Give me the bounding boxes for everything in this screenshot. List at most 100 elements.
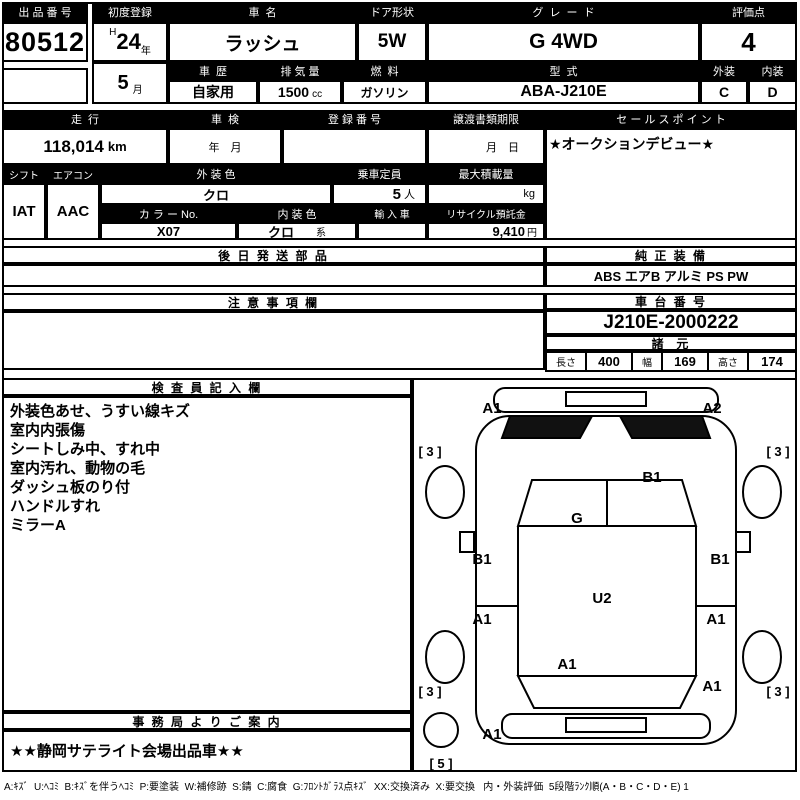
- recycle-amount: 9,410: [492, 223, 525, 239]
- exterior-grade-header: 外装: [700, 62, 748, 80]
- interior-grade-value: D: [748, 80, 797, 104]
- sales-point-header: セ ー ル ス ポ イ ン ト: [545, 110, 797, 128]
- inspector-note: ダッシュ板のり付: [10, 479, 131, 496]
- equipment-header: 純 正 装 備: [545, 246, 797, 264]
- legend-line: A:ｷｽﾞ U:ﾍｺﾐ B:ｷｽﾞを伴うﾍｺﾐ P:要塗装 W:補修跡 S:錆 …: [4, 782, 689, 793]
- color-no-value: X07: [100, 222, 237, 240]
- dimensions-row: 長さ 400 幅 169 高さ 174: [545, 351, 797, 372]
- caution-notes-header: 注 意 事 項 欄: [2, 293, 545, 311]
- model-code-value: ABA-J210E: [427, 80, 700, 104]
- inspector-notes-body: 外装色あせ、うすい線キズ 室内内張傷 シートしみ中、すれ中 室内汚れ、動物の毛 …: [2, 396, 412, 712]
- capacity-header: 乗車定員: [332, 165, 427, 183]
- inspection-value: 年 月: [168, 128, 282, 165]
- inspector-note: 室内汚れ、動物の毛: [10, 460, 146, 477]
- mirror-left: [459, 531, 475, 553]
- wheel-front-left: [425, 465, 465, 519]
- rear-bumper: [501, 713, 711, 739]
- length-value: 400: [587, 353, 633, 370]
- exterior-grade-value: C: [700, 80, 748, 104]
- diagram-label: [ 3 ]: [766, 684, 789, 699]
- diagram-label: [ 3 ]: [766, 444, 789, 459]
- diagram-label: B1: [472, 551, 491, 568]
- shift-header: シフト: [2, 165, 46, 183]
- transfer-deadline-value: 月 日: [427, 128, 545, 165]
- dimensions-header: 諸 元: [545, 335, 797, 351]
- height-value: 174: [761, 354, 783, 369]
- recycle-unit: 円: [527, 227, 537, 239]
- displacement-header: 排 気 量: [258, 62, 342, 80]
- inspection-header: 車 検: [168, 110, 282, 128]
- car-name-value: ラッシュ: [168, 22, 357, 62]
- registration-number-header: 登 録 番 号: [282, 110, 427, 128]
- office-notice-header: 事 務 局 よ り ご 案 内: [2, 712, 412, 730]
- shift-value: IAT: [2, 183, 46, 240]
- import-car-header: 輸 入 車: [357, 205, 427, 222]
- registration-number-value: [282, 128, 427, 165]
- rear-window: [516, 675, 698, 709]
- caution-notes-body: [2, 311, 545, 370]
- mirror-right: [735, 531, 751, 553]
- grade-value: G 4WD: [427, 22, 700, 62]
- import-car-value: [357, 222, 427, 240]
- diagram-label: A1: [472, 611, 491, 628]
- diagram-label: U2: [592, 590, 611, 607]
- inspector-note: シートしみ中、すれ中: [10, 441, 161, 458]
- exterior-color-value: クロ: [100, 183, 332, 205]
- lot-number-value: 80512: [2, 22, 88, 62]
- grade-header: グ レ ー ド: [427, 2, 700, 22]
- color-no-header: カ ラ ー No.: [100, 205, 237, 222]
- history-header: 車 歴: [168, 62, 258, 80]
- score-value: 4: [700, 22, 797, 62]
- lot-number-header: 出 品 番 号: [2, 2, 88, 22]
- inspector-note: 室内内張傷: [10, 422, 86, 439]
- inspector-note: ハンドルすれ: [10, 498, 101, 515]
- capacity-unit: 人: [404, 189, 415, 201]
- diagram-label: A1: [702, 678, 721, 695]
- chassis-number-header: 車 台 番 号: [545, 293, 797, 310]
- sales-point-value: ★オークションデビュー★: [545, 128, 797, 240]
- exterior-color-header: 外 装 色: [100, 165, 332, 183]
- diagram-label: A2: [702, 400, 721, 417]
- inspector-note: 外装色あせ、うすい線キズ: [10, 403, 191, 420]
- diagram-label: B1: [710, 551, 729, 568]
- era-letter: H: [109, 27, 117, 38]
- displacement-number: 1500: [277, 84, 310, 100]
- mileage-header: 走 行: [2, 110, 168, 128]
- aircon-header: エアコン: [46, 165, 100, 183]
- wheel-rear-left: [425, 630, 465, 684]
- front-plate: [565, 391, 647, 407]
- width-value: 169: [663, 353, 709, 370]
- reg-month: 5: [117, 71, 129, 94]
- diagram-label: [ 3 ]: [418, 684, 441, 699]
- spare-tire: [423, 712, 459, 748]
- grille-left: [500, 415, 594, 439]
- max-load-value: kg: [427, 183, 545, 205]
- diagram-label: A1: [706, 611, 725, 628]
- reg-month-unit: 月: [132, 85, 143, 96]
- height-label: 高さ: [709, 353, 749, 370]
- car-name-header: 車 名: [168, 2, 357, 22]
- car-top-view-diagram: A1 A2 [ 3 ] [ 3 ] B1 G B1 B1 U2 A1 A1 A1…: [418, 387, 790, 770]
- diagram-label: [ 5 ]: [429, 756, 452, 770]
- reg-year-unit: 年: [140, 46, 151, 57]
- inspector-notes-header: 検 査 員 記 入 欄: [2, 378, 412, 396]
- diagram-label: A1: [557, 656, 576, 673]
- fuel-value: ガソリン: [342, 80, 427, 104]
- door-shape-value: 5W: [357, 22, 427, 62]
- diagram-label: [ 3 ]: [418, 444, 441, 459]
- score-header: 評価点: [700, 2, 797, 22]
- equipment-value: ABS エアB アルミ PS PW: [545, 264, 797, 287]
- interior-color-value: クロ系: [237, 222, 357, 240]
- reg-year: 24: [116, 29, 141, 54]
- grille-right: [618, 415, 712, 439]
- car-body-outline: [475, 415, 737, 745]
- recycle-deposit-header: リサイクル預託金: [427, 205, 545, 222]
- diagram-label: B1: [642, 469, 661, 486]
- max-load-header: 最大積載量: [427, 165, 545, 183]
- capacity-number: 5: [392, 185, 401, 203]
